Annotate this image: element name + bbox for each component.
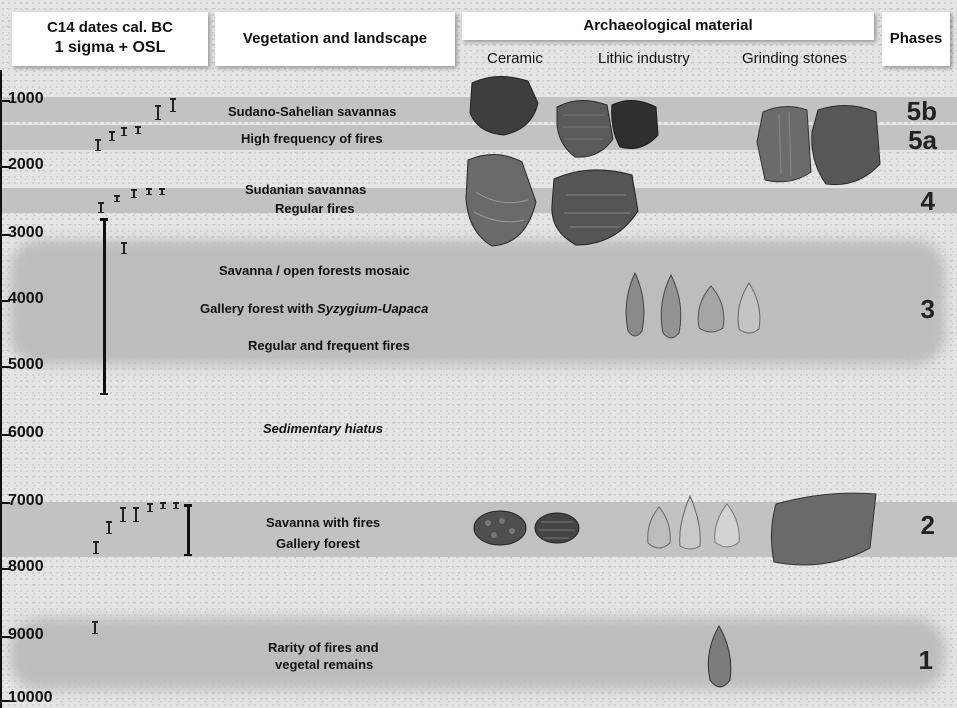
header-vegetation-label: Vegetation and landscape: [215, 29, 455, 49]
header-archaeo: Archaeological material: [462, 12, 874, 40]
axis-tick-label: 1000: [8, 90, 44, 108]
veg-hiatus: Sedimentary hiatus: [263, 421, 383, 436]
ceramic-sherd-image: [462, 152, 538, 248]
date-error-bar: [173, 502, 179, 509]
date-error-bar: [121, 127, 127, 136]
band-phase-3: [10, 240, 945, 365]
axis-tick-label: 6000: [8, 424, 44, 442]
phase-label: 2: [921, 510, 935, 541]
date-error-bar: [133, 507, 139, 522]
axis-tick-label: 3000: [8, 224, 44, 242]
lithic-tool-image: [655, 273, 687, 343]
veg-regular-fires: Regular fires: [275, 201, 354, 216]
veg-gallery-italic: Syzygium-Uapaca: [317, 301, 428, 316]
date-error-bar: [98, 202, 104, 213]
veg-mosaic: Savanna / open forests mosaic: [219, 263, 410, 278]
grinding-stone-image: [766, 488, 880, 572]
veg-gallery-syzygium: Gallery forest with Syzygium-Uapaca: [200, 301, 428, 316]
veg-savanna-fires: Savanna with fires: [266, 515, 380, 530]
date-error-bar: [106, 521, 112, 534]
axis-tick-label: 5000: [8, 356, 44, 374]
subheader-grinding: Grinding stones: [742, 50, 847, 67]
date-error-bar: [114, 195, 120, 202]
phase-label: 5a: [908, 125, 937, 156]
ceramic-sherd-image: [608, 95, 660, 153]
header-dates: C14 dates cal. BC 1 sigma + OSL: [12, 12, 208, 66]
lithic-tool-image: [711, 502, 743, 552]
header-vegetation: Vegetation and landscape: [215, 12, 455, 66]
date-error-bar: [120, 507, 126, 522]
veg-vegetal-remains: vegetal remains: [275, 657, 373, 672]
axis-tick-label: 4000: [8, 290, 44, 308]
header-dates-line2: 1 sigma + OSL: [12, 38, 208, 58]
date-error-bar: [92, 621, 98, 634]
header-archaeo-label: Archaeological material: [462, 16, 874, 36]
phase-label: 1: [919, 645, 933, 676]
date-error-bar: [93, 541, 99, 554]
axis-tick-label: 7000: [8, 492, 44, 510]
phase-label: 4: [921, 186, 935, 217]
date-error-bar: [159, 188, 165, 195]
date-error-bar: [147, 503, 153, 512]
date-error-bar: [121, 242, 127, 254]
date-error-bar: [109, 131, 115, 141]
ceramic-sherd-image: [553, 95, 615, 161]
header-phases-label: Phases: [882, 29, 950, 49]
date-error-bar: [146, 188, 152, 195]
band-phase-1: [10, 618, 945, 690]
long-date-range-bar: [184, 504, 192, 556]
ceramic-sherd-image: [472, 509, 528, 547]
date-error-bar: [131, 189, 137, 198]
date-error-bar: [170, 98, 176, 112]
lithic-tool-image: [644, 505, 674, 553]
lithic-tool-image: [676, 494, 704, 552]
header-dates-line1: C14 dates cal. BC: [12, 18, 208, 38]
ceramic-sherd-image: [466, 73, 540, 137]
ceramic-sherd-image: [546, 165, 640, 247]
date-error-bar: [160, 502, 166, 509]
grinding-stone-image: [755, 102, 813, 186]
date-error-bar: [135, 126, 141, 134]
lithic-tool-image: [693, 284, 729, 336]
veg-rarity-fires: Rarity of fires and: [268, 640, 379, 655]
veg-sudano-sahelian: Sudano-Sahelian savannas: [228, 104, 396, 119]
axis-tick-label: 10000: [8, 689, 53, 707]
lithic-tool-image: [733, 281, 765, 337]
header-phases: Phases: [882, 12, 950, 66]
ceramic-sherd-image: [533, 510, 581, 546]
veg-sudanian: Sudanian savannas: [245, 182, 366, 197]
lithic-tool-image: [620, 271, 650, 341]
lithic-tool-image: [702, 624, 736, 694]
axis-tick-label: 8000: [8, 558, 44, 576]
subheader-ceramic: Ceramic: [487, 50, 543, 67]
date-error-bar: [95, 139, 101, 151]
axis-tick-label: 9000: [8, 626, 44, 644]
date-error-bar: [155, 105, 161, 120]
veg-high-fires: High frequency of fires: [241, 131, 383, 146]
phase-label: 5b: [907, 96, 937, 127]
grinding-stone-image: [808, 102, 882, 188]
veg-gallery-forest: Gallery forest: [276, 536, 360, 551]
axis-tick-label: 2000: [8, 156, 44, 174]
subheader-lithic: Lithic industry: [598, 50, 690, 67]
long-date-range-bar: [100, 218, 108, 395]
veg-frequent-fires: Regular and frequent fires: [248, 338, 410, 353]
phase-label: 3: [921, 294, 935, 325]
veg-gallery-prefix: Gallery forest with: [200, 301, 317, 316]
